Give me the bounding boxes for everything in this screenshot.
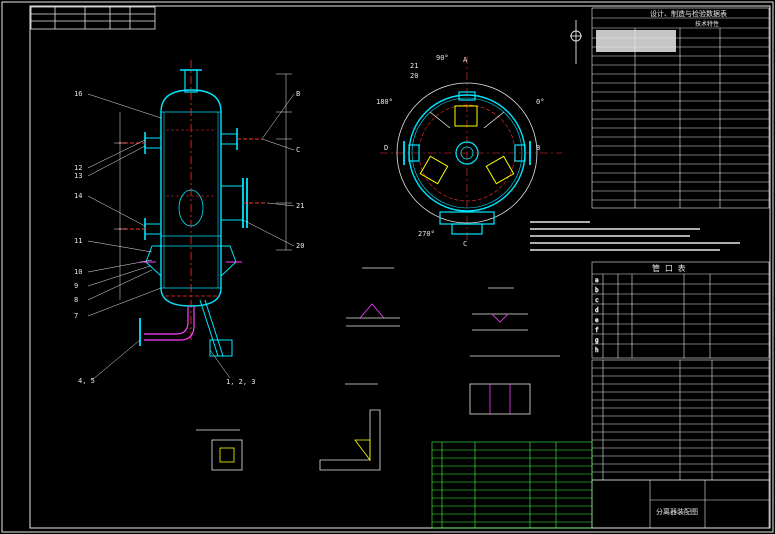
plan-label: C <box>463 240 467 248</box>
callout-label: 10 <box>74 268 82 276</box>
callout-label: 11 <box>74 237 82 245</box>
vertical-dimensions <box>114 73 292 300</box>
leader-lines <box>87 93 295 381</box>
callout-label: B <box>296 90 300 98</box>
detail-weld-2 <box>472 287 528 331</box>
callout-label: 20 <box>296 242 304 250</box>
callout-label: C <box>296 146 300 154</box>
callouts-left: 16 12 13 14 11 10 9 8 7 4, 5 1, 2, 3 B C… <box>74 90 304 386</box>
plan-label: 270° <box>418 230 435 238</box>
plan-label: D <box>384 144 388 152</box>
top-head <box>160 89 222 113</box>
detail-lug <box>196 429 243 471</box>
plan-view: 21 20 A B C D 180° 0° 90° 270° <box>376 54 562 248</box>
plan-label: 180° <box>376 98 393 106</box>
detail-weld-3 <box>469 355 560 415</box>
nozzle-upper-left <box>118 132 162 154</box>
technical-notes <box>530 221 740 251</box>
nozzle-row-mark: g <box>595 337 599 344</box>
callout-label: 8 <box>74 296 78 304</box>
support-legs <box>199 299 233 357</box>
vessel-elevation <box>114 60 292 357</box>
nozzle-row-mark: a <box>595 277 599 284</box>
north-arrow-icon <box>570 20 582 64</box>
plan-label: A <box>463 56 468 64</box>
plan-label: 0° <box>536 98 544 106</box>
callout-label: 9 <box>74 282 78 290</box>
bottom-head <box>160 287 222 307</box>
parts-list <box>591 359 770 481</box>
nozzle-row-mark: b <box>595 287 599 294</box>
bom-table <box>431 441 593 529</box>
plan-label: B <box>536 144 540 152</box>
title-block <box>591 479 770 529</box>
plan-outer-ring <box>396 82 538 224</box>
callout-label: 14 <box>74 192 82 200</box>
nozzle-upper-right <box>220 128 262 150</box>
callout-label: 21 <box>296 202 304 210</box>
nozzle-mid-left <box>118 218 162 240</box>
support-lugs <box>140 245 242 278</box>
nozzle-row-mark: d <box>595 307 599 314</box>
callout-label: 7 <box>74 312 78 320</box>
nozzle-manhole-right <box>220 178 268 228</box>
inner-frame <box>29 5 771 529</box>
nozzle-table-title: 管 口 表 <box>652 263 686 273</box>
design-table-title: 设计、制造与检验数据表 <box>650 9 727 18</box>
callout-label: 1, 2, 3 <box>226 378 256 386</box>
bottom-outlet <box>139 306 195 346</box>
nozzle-row-mark: c <box>595 297 599 304</box>
drawing-title: 分离器装配图 <box>656 507 698 516</box>
corner-stamp <box>30 6 156 30</box>
detail-fillet <box>319 383 381 471</box>
callout-label: 13 <box>74 172 82 180</box>
callout-label: 4, 5 <box>78 377 95 385</box>
plan-label: 90° <box>436 54 449 62</box>
nozzle-row-mark: f <box>595 327 599 334</box>
plan-label: 20 <box>410 72 418 80</box>
design-table-subtitle: 技术特性 <box>695 20 719 28</box>
callout-label: 12 <box>74 164 82 172</box>
nozzle-row-mark: e <box>595 317 599 324</box>
callout-label: 16 <box>74 90 82 98</box>
plan-label: 21 <box>410 62 418 70</box>
nozzle-row-mark: h <box>595 347 599 354</box>
detail-weld-1 <box>346 267 400 327</box>
plan-lugs <box>419 105 515 185</box>
